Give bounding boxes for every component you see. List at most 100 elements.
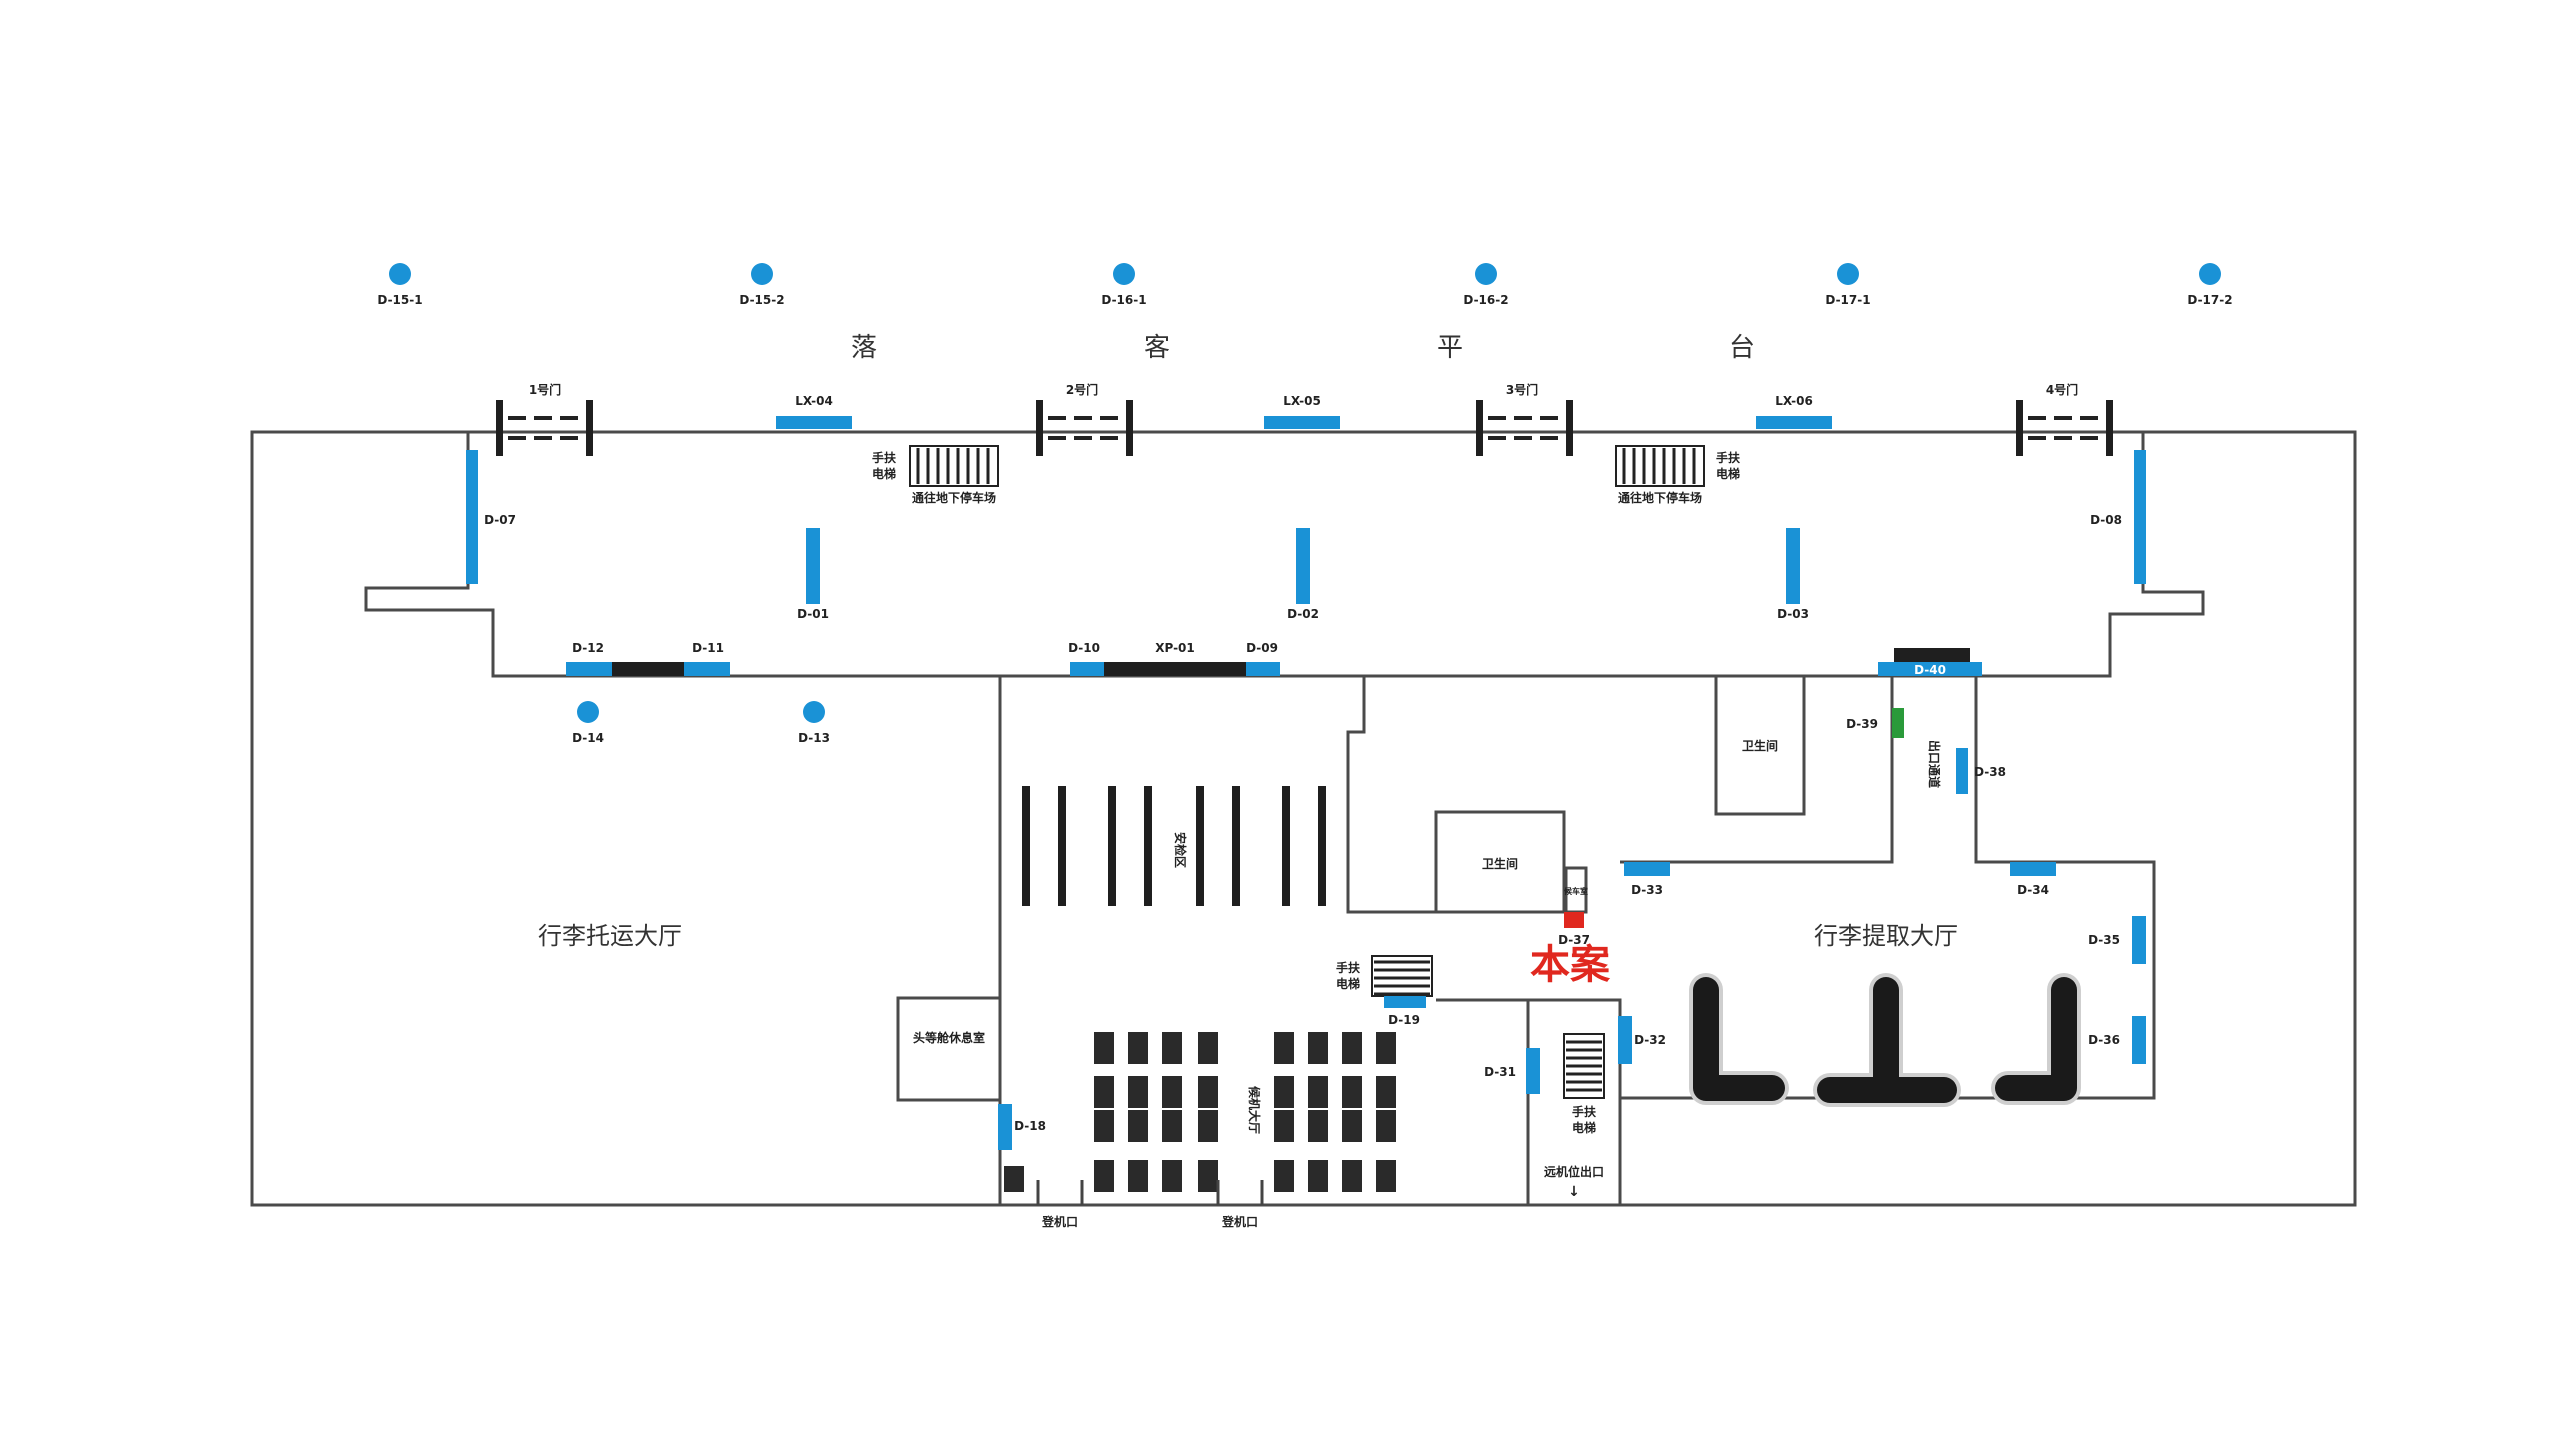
ad-d11[interactable] [684,662,730,676]
gate-label: 4号门 [2046,382,2078,397]
escalator-label: 手扶 [1716,450,1741,465]
ad-label: D-40 [1914,663,1946,677]
ad-label: LX-05 [1283,394,1321,408]
ad-d19[interactable] [1384,996,1426,1008]
ad-lx06[interactable] [1756,416,1832,429]
ad-label: D-39 [1846,717,1878,731]
ad-d32[interactable] [1618,1016,1632,1064]
pillar-label: D-17-2 [2187,293,2232,307]
ad-d38[interactable] [1956,748,1968,794]
down-arrow-icon: ↓ [1568,1184,1580,1200]
waiting-hall-label: 候机大厅 [1247,1086,1262,1134]
ad-label: D-38 [1974,765,2006,779]
platform-char: 台 [1729,333,1755,363]
ad-label: D-36 [2088,1033,2120,1047]
ad-d40[interactable] [1878,662,1982,676]
pillar-dot [2199,263,2221,285]
ad-label: D-33 [1631,883,1663,897]
platform-label: 落 客 平 台 [851,333,1755,363]
building-outline [250,430,2357,1207]
ad-label: D-37 [1558,933,1590,947]
escalator-bottom[interactable]: 手扶 电梯 [1563,1033,1605,1135]
pillar-label: D-15-2 [739,293,784,307]
ad-label: D-08 [2090,513,2122,527]
ad-label: D-32 [1634,1033,1666,1047]
pillar-dot [1113,263,1135,285]
ad-d36[interactable] [2132,1016,2146,1064]
exit-passage-label: 出口通道 [1927,740,1942,788]
ad-d31[interactable] [1526,1048,1540,1094]
top-pillars: D-15-1 D-15-2 D-16-1 D-16-2 D-17-1 D-17-… [377,263,2233,307]
ad-xp01[interactable] [1104,662,1246,676]
ad-d07[interactable] [466,450,478,584]
ad-d08[interactable] [2134,450,2146,584]
escalator-label: 手扶 [1336,960,1361,975]
ad-label: D-02 [1287,607,1319,621]
gate-4[interactable]: 4号门 [2016,382,2113,456]
escalator-caption: 通往地下停车场 [912,490,996,505]
claim-hall-label: 行李提取大厅 [1814,922,1958,950]
gate-1[interactable]: 1号门 [496,382,593,456]
small-room-label: 候车室 [1564,886,1588,896]
ad-label: D-11 [692,641,724,655]
pillar-dot [803,701,825,723]
ad-d10[interactable] [1070,662,1104,676]
platform-char: 客 [1144,333,1170,363]
ad-d35[interactable] [2132,916,2146,964]
pillar-dot [1475,263,1497,285]
escalator-label: 电梯 [1716,466,1740,481]
vip-lounge-label: 头等舱休息室 [913,1030,985,1045]
gate-2[interactable]: 2号门 [1036,382,1133,456]
escalator-label: 手扶 [872,450,897,465]
ad-d09[interactable] [1246,662,1280,676]
escalator-caption: 通往地下停车场 [1618,490,1702,505]
ad-d33[interactable] [1624,862,1670,876]
escalator-mid[interactable]: 手扶 电梯 [1336,955,1433,997]
platform-char: 平 [1437,333,1463,363]
ad-label: D-09 [1246,641,1278,655]
ad-label: D-12 [572,641,604,655]
ad-label: D-34 [2017,883,2049,897]
vip-lounge-text: 头等舱休息室 [913,1030,985,1045]
boarding-gate-label: 登机口 [1041,1214,1078,1229]
escalator-top-left[interactable]: 手扶 电梯 通往地下停车场 [872,445,999,505]
checkin-hall-label: 行李托运大厅 [538,922,682,950]
ad-d39[interactable] [1892,708,1904,738]
ad-label: D-03 [1777,607,1809,621]
platform-char: 落 [851,333,877,363]
ad-label: LX-04 [795,394,833,408]
toilet-label: 卫生间 [1742,738,1778,753]
ad-label: D-13 [798,731,830,745]
room-vip[interactable] [896,996,1002,1102]
ad-d02[interactable] [1296,528,1310,604]
gate-label: 3号门 [1506,382,1538,397]
ad-d34[interactable] [2010,862,2056,876]
escalator-top-right[interactable]: 手扶 电梯 通往地下停车场 [1615,445,1741,505]
ad-d12[interactable] [566,662,612,676]
ad-d18[interactable] [998,1104,1012,1150]
escalator-label: 电梯 [1572,1120,1596,1135]
ad-label: XP-01 [1155,641,1195,655]
ad-label: D-35 [2088,933,2120,947]
escalator-label: 电梯 [1336,976,1360,991]
baggage-carousels [1689,973,2081,1107]
lower-ads: D-39 D-38 D-33 D-34 D-37 D-35 D-36 D-32 … [998,708,2146,1150]
ad-lx05[interactable] [1264,416,1340,429]
room-toilet-2[interactable] [1434,810,1566,914]
pillar-label: D-17-1 [1825,293,1870,307]
ad-lx04[interactable] [776,416,852,429]
room-toilet-1[interactable] [1714,674,1806,816]
pillar-dot [1837,263,1859,285]
pillar-dot [751,263,773,285]
gates: 1号门 2号门 3号门 4号门 [496,382,2113,456]
ad-d01[interactable] [806,528,820,604]
pillar-label: D-16-2 [1463,293,1508,307]
ad-d37[interactable] [1564,912,1584,928]
ad-d03[interactable] [1786,528,1800,604]
gate-3[interactable]: 3号门 [1476,382,1573,456]
ad-label: D-07 [484,513,516,527]
toilet-label: 卫生间 [1482,856,1518,871]
pillar-dot [389,263,411,285]
gate-label: 2号门 [1066,382,1098,397]
